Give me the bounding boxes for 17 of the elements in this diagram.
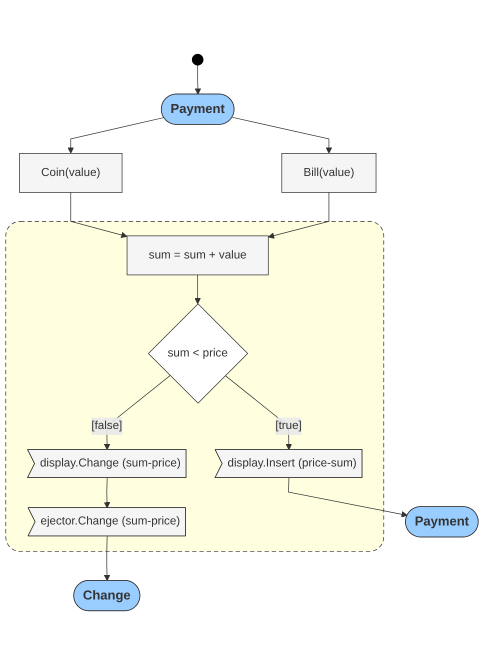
arrow [194,274,201,304]
arrow [104,478,110,508]
arrow [232,116,332,154]
node-diamond: sum < price [148,303,248,404]
node-box: Bill(value) [281,153,376,193]
arrow [104,536,110,582]
node-box: sum = sum + value [126,235,269,276]
arrow [288,478,408,518]
edge-label: [false] [91,420,122,432]
arrow [68,117,164,154]
node-box: Coin(value) [19,153,122,193]
cluster [5,221,384,552]
arrow [194,64,202,95]
node-circle [192,54,204,66]
arrow [268,192,330,239]
arrow [70,192,128,238]
edge-label: [true] [275,420,302,432]
